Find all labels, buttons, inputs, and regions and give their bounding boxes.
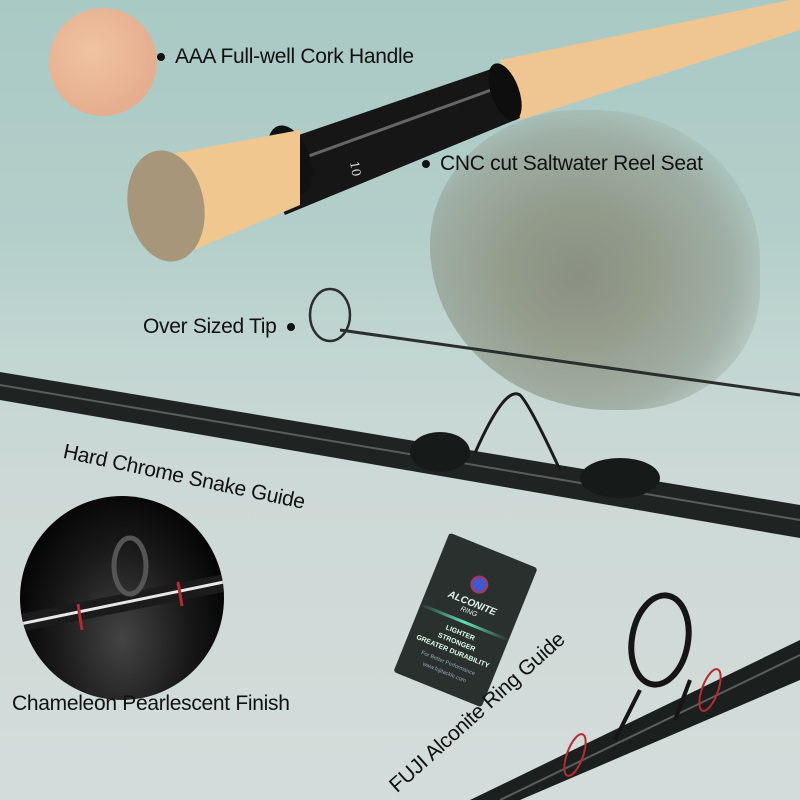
label-reel-seat: CNC cut Saltwater Reel Seat <box>412 152 703 176</box>
cork-grip <box>500 0 800 120</box>
fuji-logo-icon <box>467 572 491 597</box>
red-wrap <box>698 668 722 712</box>
rod-blank-lower <box>470 640 800 800</box>
cork-end-cap <box>127 150 205 262</box>
label-cork-handle: AAA Full-well Cork Handle <box>147 45 414 69</box>
background-rock <box>430 110 760 410</box>
oversized-tip-ring <box>308 287 352 343</box>
rod-blank-upper <box>0 372 800 538</box>
reel-seat-marking: 10 <box>347 160 363 177</box>
bullet-icon <box>157 53 165 62</box>
label-finish: Chameleon Pearlescent Finish <box>12 692 290 715</box>
cork-closeup-circle <box>49 8 157 116</box>
red-wrap <box>563 733 587 777</box>
bullet-icon <box>286 323 295 332</box>
bullet-icon <box>422 160 430 169</box>
finish-closeup-circle <box>20 496 224 700</box>
label-tip: Over Sized Tip <box>143 315 305 339</box>
snake-guide <box>473 392 562 471</box>
fuji-guide-ring <box>628 592 692 688</box>
